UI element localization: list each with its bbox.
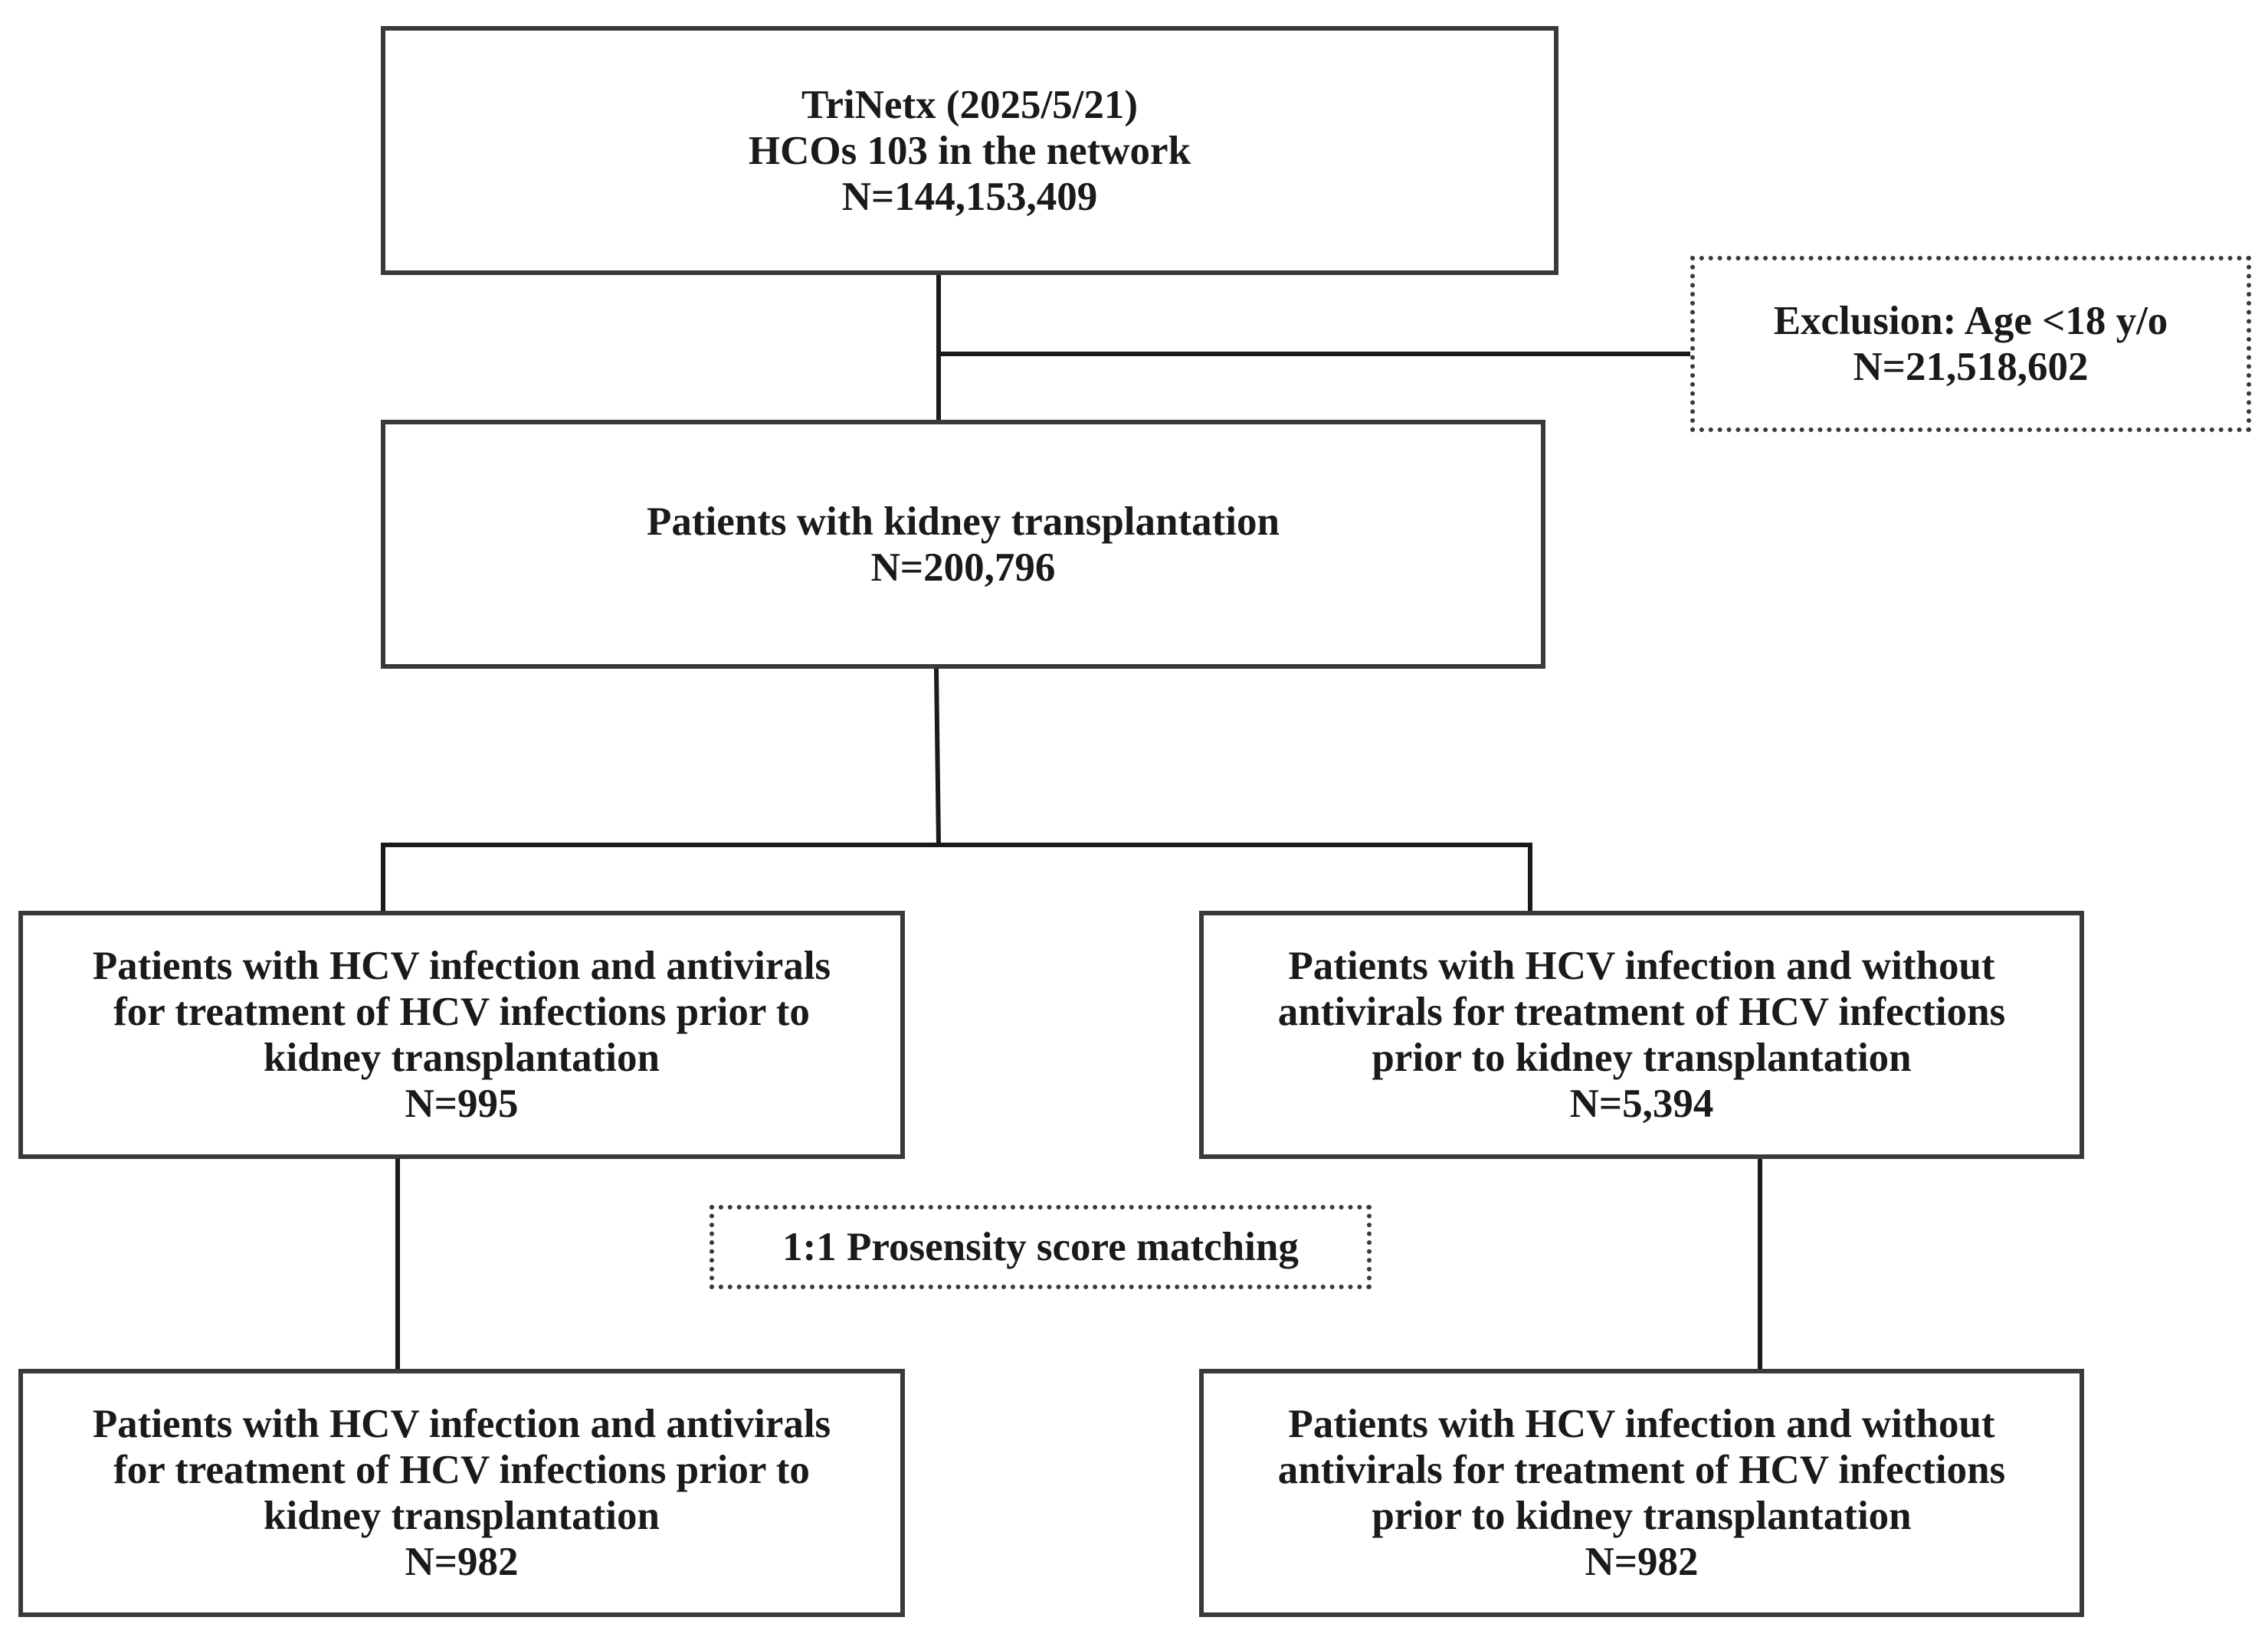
propensity-matching-box: 1:1 Prosensity score matching	[710, 1205, 1372, 1289]
source-line-2: HCOs 103 in the network	[748, 128, 1191, 173]
right-pre-line-1: Patients with HCV infection and without	[1288, 944, 1995, 988]
source-count: N=144,153,409	[841, 174, 1098, 219]
antiviral-group-after-matching-box: Patients with HCV infection and antivira…	[18, 1369, 905, 1617]
no-antiviral-group-after-matching-box: Patients with HCV infection and without …	[1199, 1369, 2084, 1617]
kidney-count: N=200,796	[870, 545, 1056, 590]
right-post-line-1: Patients with HCV infection and without	[1288, 1402, 1995, 1446]
left-pre-line-3: kidney transplantation	[264, 1036, 660, 1080]
exclusion-box: Exclusion: Age <18 y/o N=21,518,602	[1690, 256, 2251, 432]
left-pre-count: N=995	[405, 1082, 519, 1126]
left-post-count: N=982	[405, 1540, 519, 1584]
right-post-line-3: prior to kidney transplantation	[1372, 1494, 1912, 1538]
exclusion-count: N=21,518,602	[1853, 345, 2089, 389]
exclusion-criterion: Exclusion: Age <18 y/o	[1773, 299, 2168, 343]
source-line-1: TriNetx (2025/5/21)	[801, 82, 1139, 127]
left-pre-line-2: for treatment of HCV infections prior to	[113, 990, 810, 1034]
right-pre-line-2: antivirals for treatment of HCV infectio…	[1277, 990, 2006, 1034]
no-antiviral-group-before-matching-box: Patients with HCV infection and without …	[1199, 911, 2084, 1159]
kidney-transplant-box: Patients with kidney transplantation N=2…	[381, 420, 1545, 669]
kidney-label: Patients with kidney transplantation	[646, 499, 1280, 544]
connector-kidney-down	[933, 666, 942, 848]
right-pre-count: N=5,394	[1569, 1082, 1714, 1126]
left-post-line-3: kidney transplantation	[264, 1494, 660, 1538]
psm-label: 1:1 Prosensity score matching	[782, 1225, 1299, 1269]
left-post-line-2: for treatment of HCV infections prior to	[113, 1448, 810, 1492]
left-pre-line-1: Patients with HCV infection and antivira…	[92, 944, 831, 988]
data-source-box: TriNetx (2025/5/21) HCOs 103 in the netw…	[381, 26, 1558, 275]
right-post-line-2: antivirals for treatment of HCV infectio…	[1277, 1448, 2006, 1492]
left-post-line-1: Patients with HCV infection and antivira…	[92, 1402, 831, 1446]
right-post-count: N=982	[1585, 1540, 1699, 1584]
antiviral-group-before-matching-box: Patients with HCV infection and antivira…	[18, 911, 905, 1159]
right-pre-line-3: prior to kidney transplantation	[1372, 1036, 1912, 1080]
